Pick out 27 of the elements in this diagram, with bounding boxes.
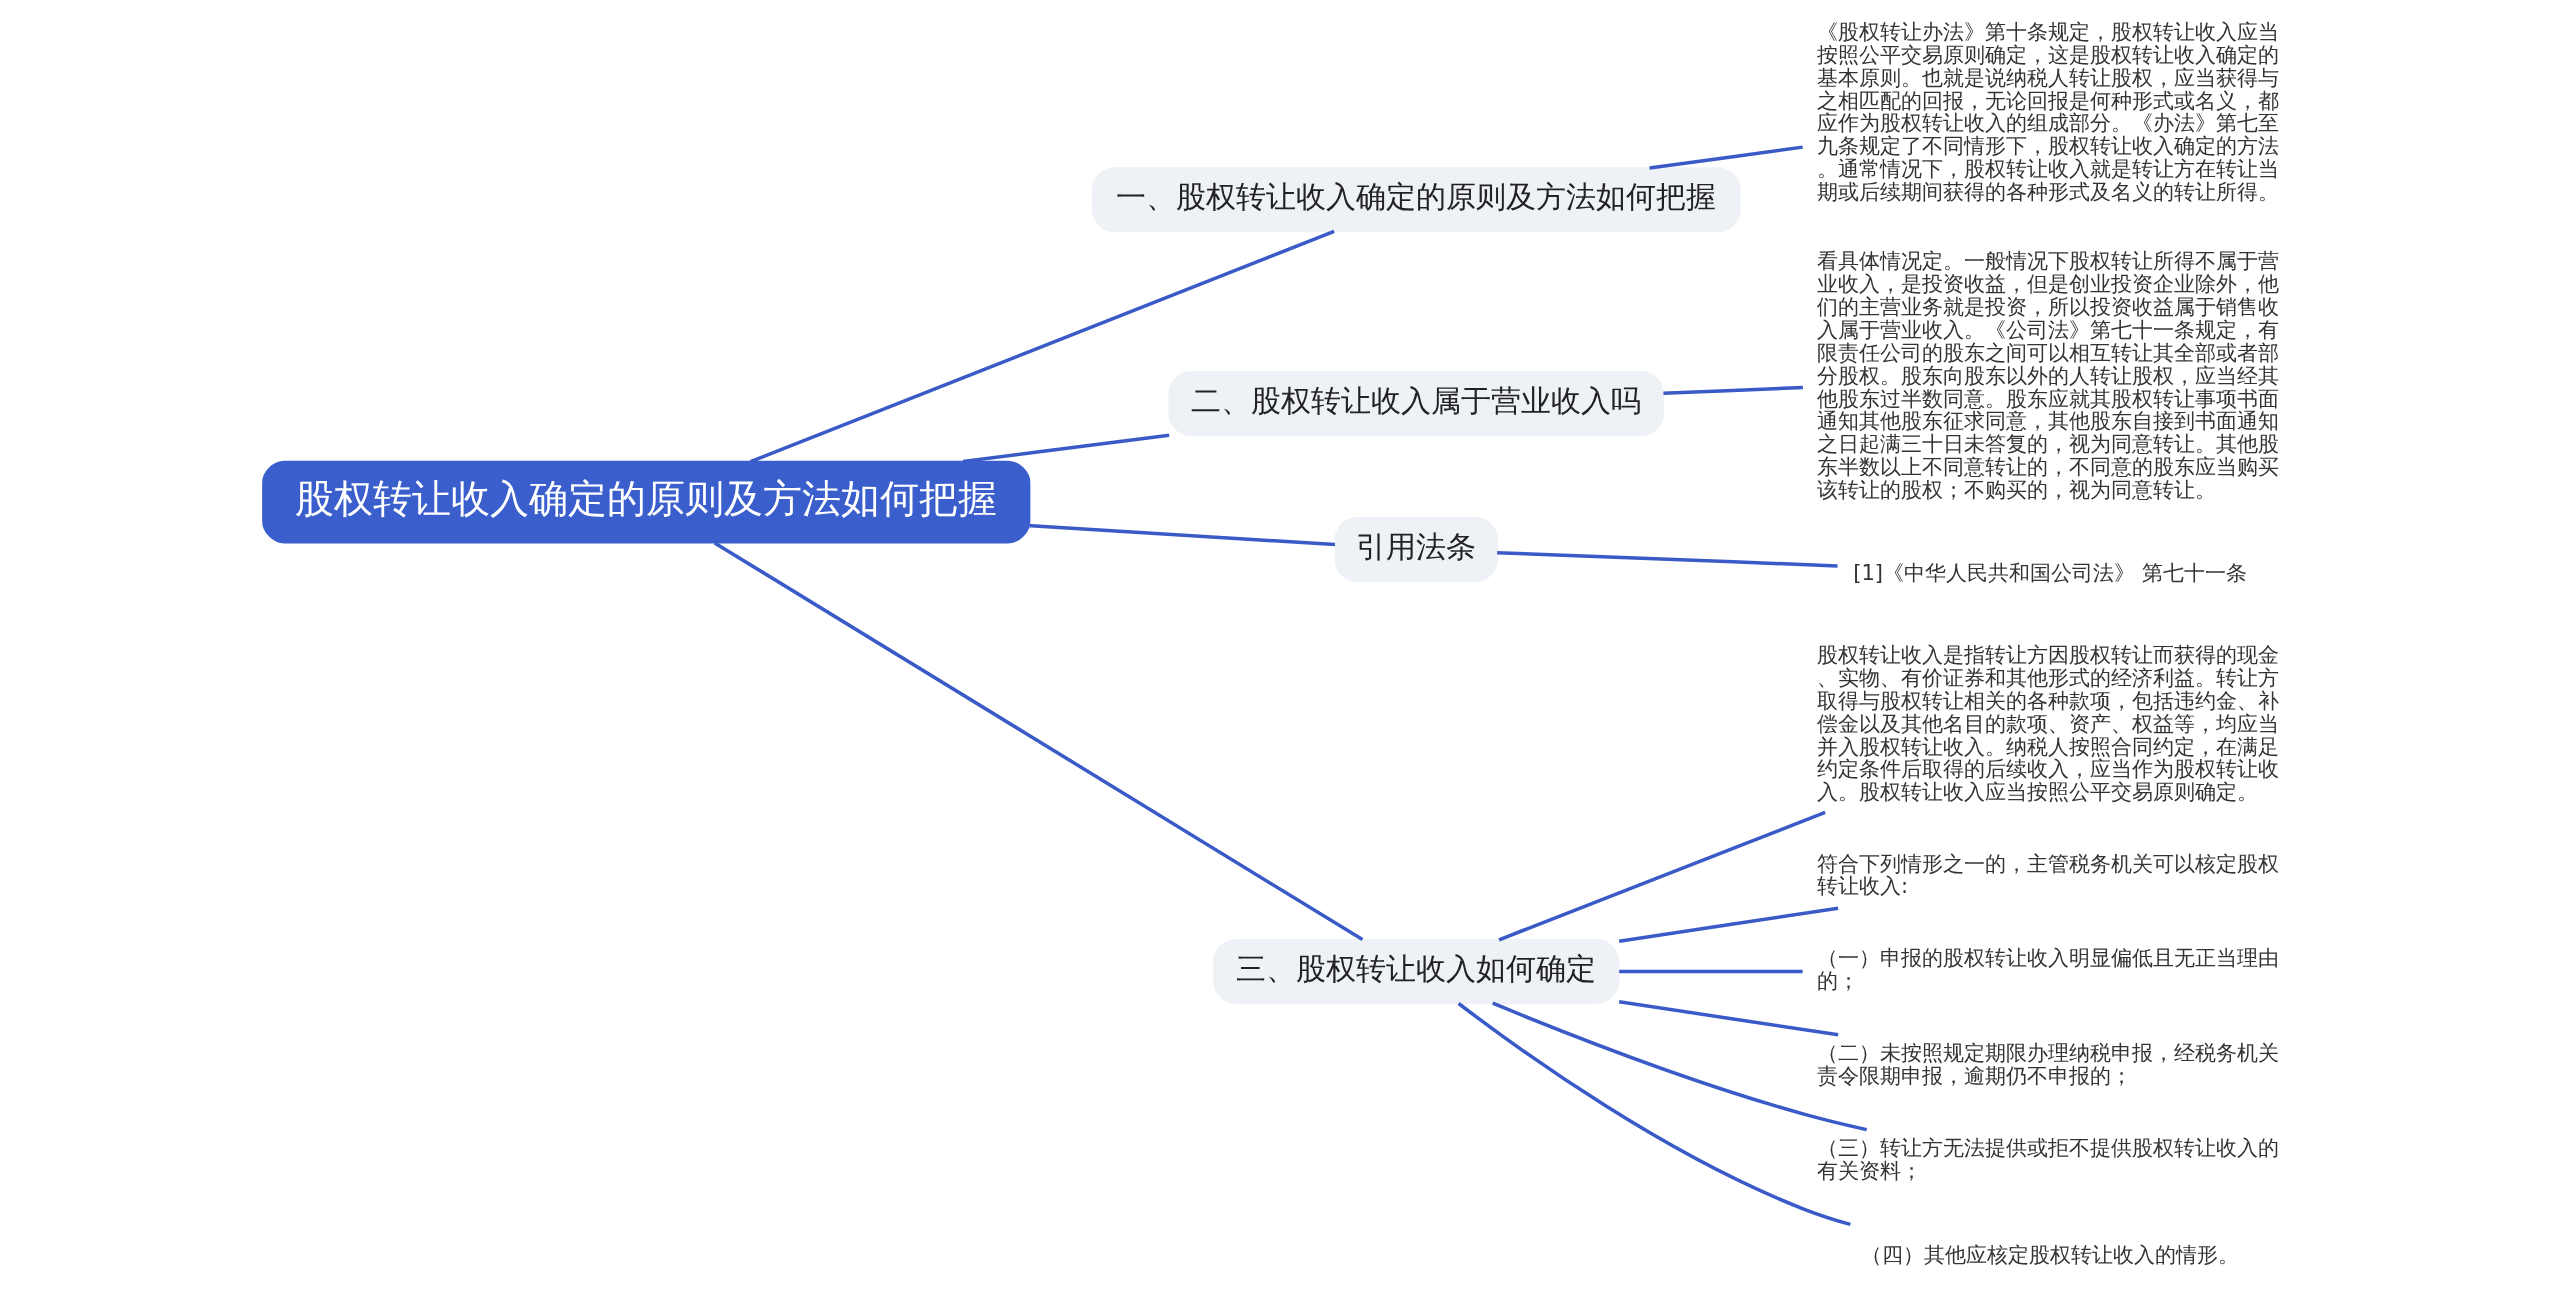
- connector: [1649, 145, 1803, 170]
- node-box: 二、股权转让收入属于营业收入吗: [1168, 371, 1665, 437]
- connector: [1497, 550, 1838, 568]
- node-box: 股权转让收入确定的原则及方法如何把握: [262, 460, 1031, 544]
- node-text: [1]《中华人民共和国公司法》 第七十一条: [1853, 559, 2247, 585]
- connector: [713, 541, 1364, 942]
- connector: [1498, 810, 1826, 942]
- node-text: （一）申报的股权转让收入明显偏低且无正当理由的；: [1817, 945, 2280, 994]
- node-text: （三）转让方无法提供或拒不提供股权转让收入的有关资料；: [1817, 1135, 2280, 1184]
- node-box: 一、股权转让收入确定的原则及方法如何把握: [1091, 167, 1741, 233]
- node-text: 股权转让收入是指转让方因股权转让而获得的现金、实物、有价证券和其他形式的经济利益。转让方取得与股权转让相关的各种款项，包括违约金、补偿金以及其他名目的款项、资产、权益等，均应当并入股权转让收入。纳税人按照合同约定，在满足约定条件后取得的后续收入，应当作为股权转让收入。股权转让收入应当按照公平交易原则确定。: [1817, 642, 2280, 805]
- connector: [1492, 1001, 1868, 1132]
- connector: [1619, 969, 1803, 974]
- connector: [962, 433, 1170, 464]
- connector: [1029, 523, 1336, 547]
- node-box: 三、股权转让收入如何确定: [1213, 938, 1620, 1004]
- connector: [1618, 906, 1839, 943]
- node-text: 符合下列情形之一的，主管税务机关可以核定股权转让收入:: [1817, 850, 2280, 899]
- node-text: 看具体情况定。一般情况下股权转让所得不属于营业收入，是投资收益，但是创业投资企业除外，他们的主营业务就是投资，所以投资收益属于销售收入属于营业收入。《公司法》第七十一条规定，有限责任公司的股东之间可以相互转让其全部或者部分股权。股东向股东以外的人转让股权，应当经其他股东过半数同意。股东应就其股权转让事项书面通知其他股东征求同意，其他股东自接到书面通知之日起满三十日未答复的，视为同意转让。其他股东半数以上不同意转让的，不同意的股东应当购买该转让的股权；不购买的，视为同意转让。: [1817, 248, 2280, 502]
- connector: [749, 229, 1335, 464]
- connector: [1663, 385, 1803, 396]
- node-text: （四）其他应核定股权转让收入的情形。: [1860, 1241, 2239, 1267]
- node-text: （二）未按照规定期限办理纳税申报，经税务机关责令限期申报，逾期仍不申报的；: [1817, 1040, 2280, 1089]
- node-text: 《股权转让办法》第十条规定，股权转让收入应当按照公平交易原则确定，这是股权转让收入确定的基本原则。也就是说纳税人转让股权，应当获得与之相匹配的回报，无论回报是何种形式或名义，都应作为股权转让收入的组成部分。《办法》第七至九条规定了不同情形下，股权转让收入确定的方法。通常情况下，股权转让收入就是转让方在转让当期或后续期间获得的各种形式及名义的转让所得。: [1817, 19, 2280, 205]
- connector: [1457, 1002, 1851, 1227]
- node-box: 引用法条: [1334, 517, 1498, 583]
- connector: [1618, 1000, 1839, 1037]
